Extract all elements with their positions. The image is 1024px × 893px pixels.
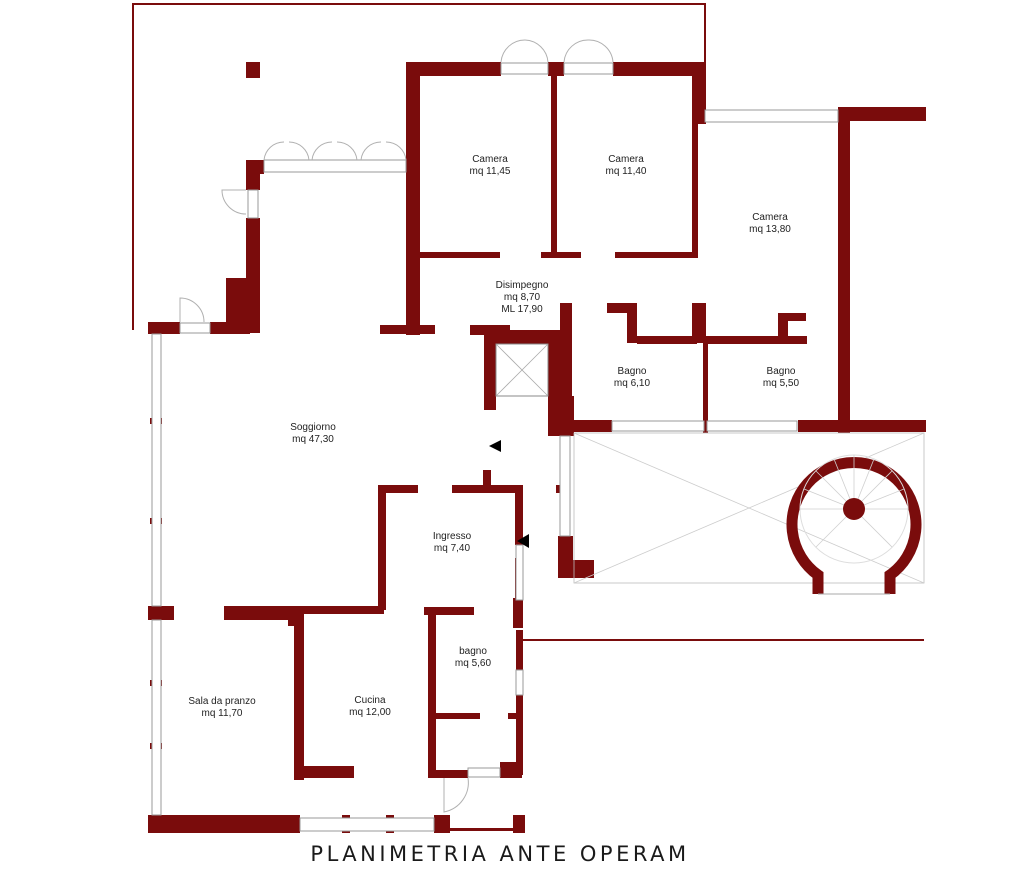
entrance-arrow [489, 440, 501, 452]
pillar [246, 62, 260, 78]
room-area: mq 13,80 [749, 224, 791, 235]
room-label-camera3: Camera mq 13,80 [749, 212, 791, 235]
plan-title: PLANIMETRIA ANTE OPERAM [310, 842, 690, 866]
room-label-cucina: Cucina mq 12,00 [349, 695, 391, 718]
room-label-camera2: Camera mq 11,40 [606, 154, 647, 177]
room-label-disimpegno: Disimpegno mq 8,70 ML 17,90 [496, 280, 549, 315]
room-name: bagno [459, 646, 487, 657]
room-name: Cucina [354, 695, 386, 706]
room-name: Camera [608, 154, 644, 165]
elevator-shaft [495, 343, 549, 397]
room-area: mq 11,45 [470, 166, 511, 177]
room-name: Soggiorno [290, 422, 336, 433]
room-area: mq 47,30 [292, 434, 334, 445]
room-area: mq 11,40 [606, 166, 647, 177]
entrance-arrow [517, 534, 529, 548]
room-label-bagno2: Bagno mq 5,50 [763, 366, 800, 389]
room-linear-meters: ML 17,90 [501, 304, 543, 315]
room-area: mq 5,50 [763, 378, 800, 389]
room-label-camera1: Camera mq 11,45 [470, 154, 511, 177]
room-label-ingresso: Ingresso mq 7,40 [433, 531, 472, 554]
room-name: Camera [472, 154, 508, 165]
room-area: mq 8,70 [504, 292, 541, 303]
spiral-staircase [786, 454, 922, 595]
walls [148, 62, 926, 833]
room-name: Camera [752, 212, 788, 223]
room-area: mq 12,00 [349, 707, 391, 718]
room-name: Bagno [767, 366, 796, 377]
terrace-outline [132, 3, 706, 330]
room-label-soggiorno: Soggiorno mq 47,30 [290, 422, 336, 445]
room-area: mq 7,40 [434, 543, 471, 554]
room-name: Ingresso [433, 531, 472, 542]
room-area: mq 5,60 [455, 658, 492, 669]
room-label-sala: Sala da pranzo mq 11,70 [188, 696, 256, 719]
room-name: Disimpegno [496, 280, 549, 291]
room-area: mq 6,10 [614, 378, 651, 389]
room-label-bagno3: bagno mq 5,60 [455, 646, 492, 669]
windows [151, 62, 839, 832]
room-name: Bagno [618, 366, 647, 377]
room-label-bagno1: Bagno mq 6,10 [614, 366, 651, 389]
terrace-right [523, 432, 925, 641]
door-swings [179, 39, 614, 813]
room-name: Sala da pranzo [188, 696, 256, 707]
room-area: mq 11,70 [202, 708, 243, 719]
